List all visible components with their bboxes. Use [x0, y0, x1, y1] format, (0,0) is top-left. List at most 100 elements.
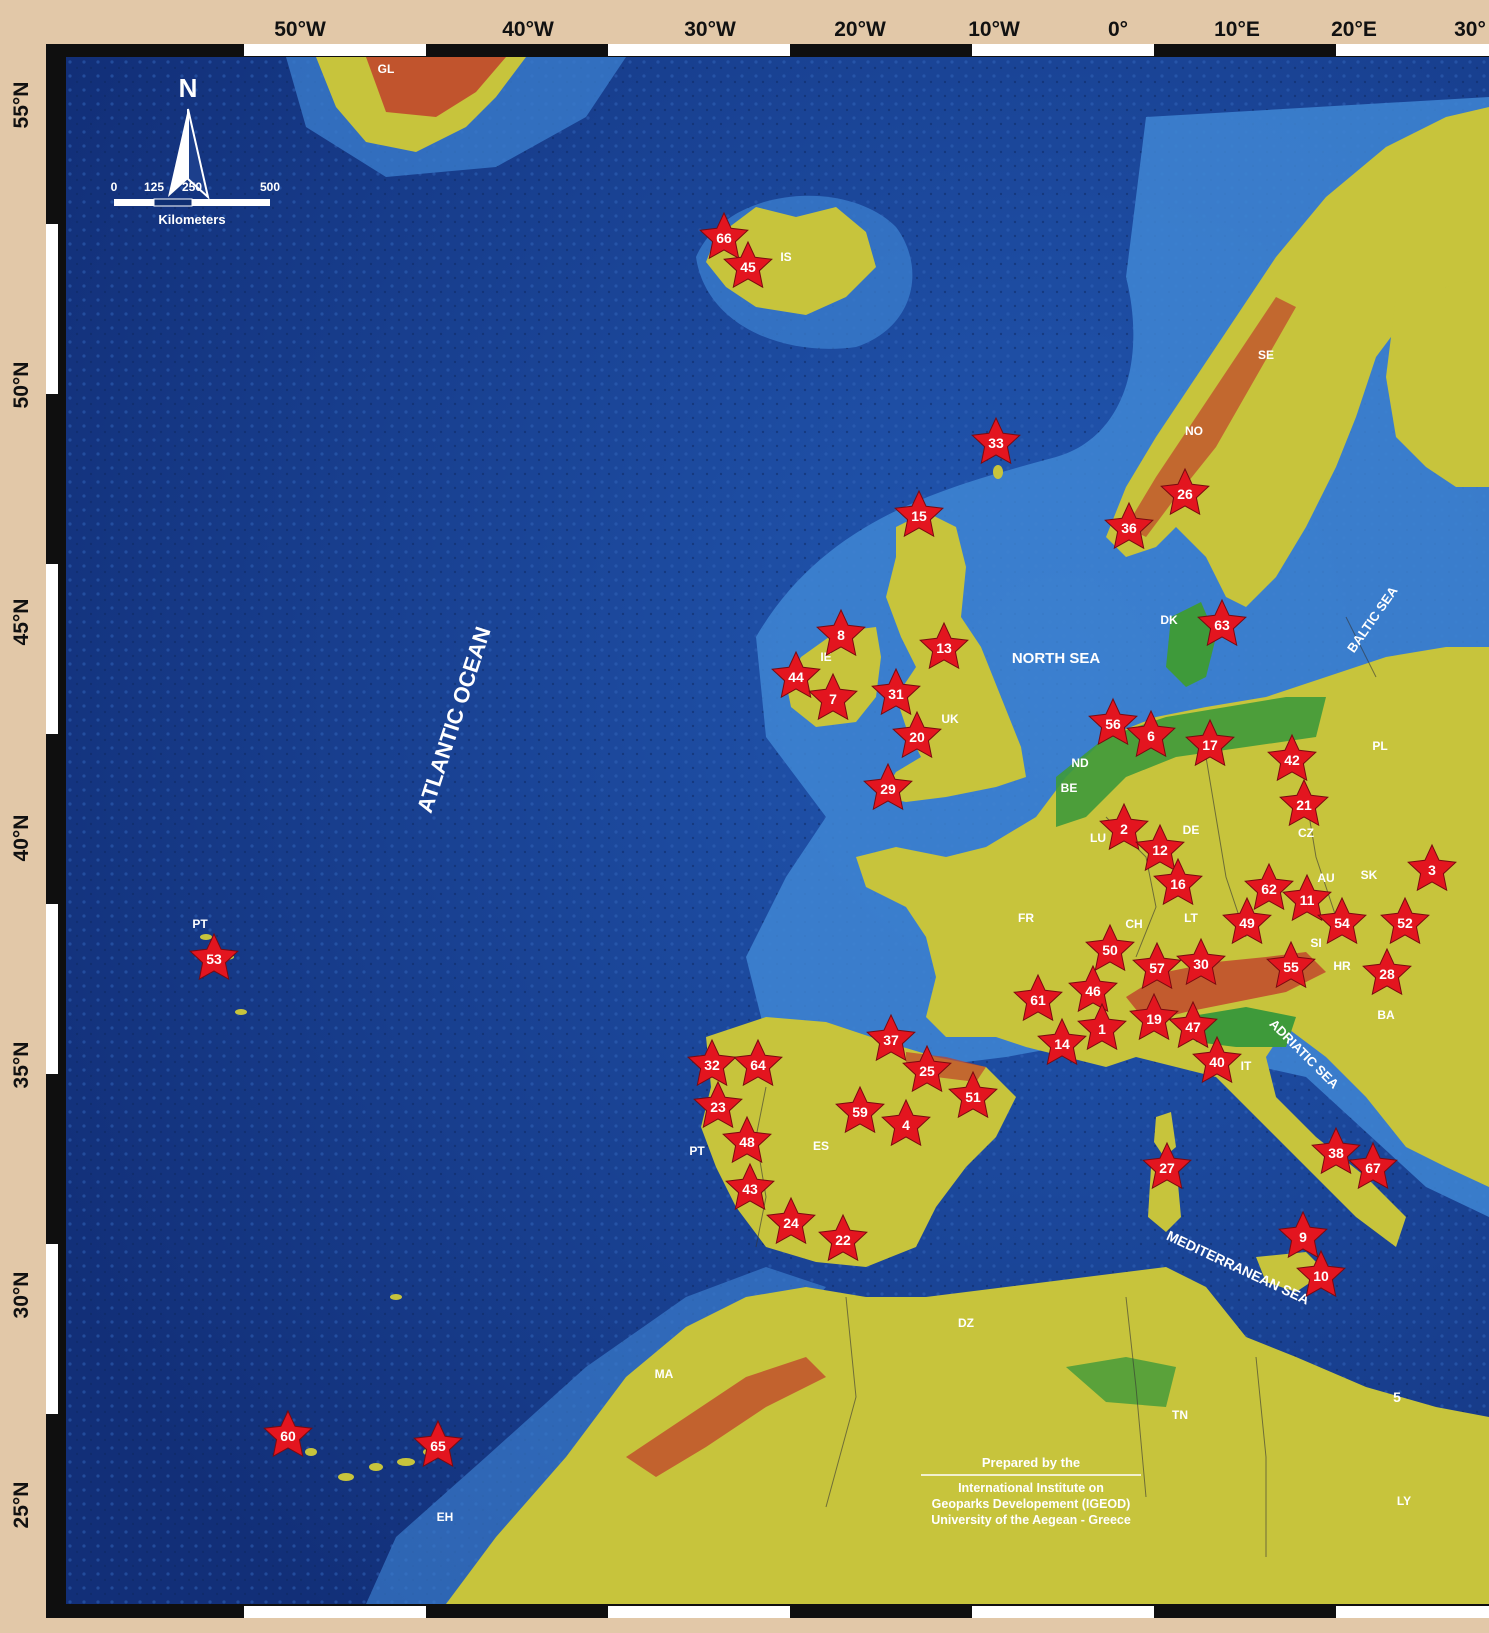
geopark-number: 62: [1261, 881, 1277, 897]
geopark-marker[interactable]: 42: [1267, 733, 1317, 782]
geopark-number: 28: [1379, 966, 1395, 982]
geopark-marker[interactable]: 56: [1088, 697, 1138, 746]
geopark-star-icon: [1317, 896, 1367, 945]
geopark-number: 26: [1177, 486, 1193, 502]
geopark-star-icon: [1126, 709, 1176, 758]
geopark-marker[interactable]: 43: [725, 1162, 775, 1211]
geopark-marker[interactable]: 65: [413, 1419, 463, 1468]
geopark-marker[interactable]: 36: [1104, 501, 1154, 550]
geopark-star-icon: [1192, 1035, 1242, 1084]
geopark-star-icon: [687, 1038, 737, 1087]
geopark-marker[interactable]: 9: [1278, 1210, 1328, 1259]
geopark-marker[interactable]: 5: [1393, 1389, 1401, 1405]
geopark-marker[interactable]: 1: [1077, 1002, 1127, 1051]
geopark-marker[interactable]: 28: [1362, 947, 1412, 996]
country-code-label: TN: [1172, 1408, 1188, 1422]
scale-tick-500: 500: [260, 180, 280, 194]
country-code-label: SI: [1310, 936, 1321, 950]
geopark-marker[interactable]: 29: [863, 762, 913, 811]
geopark-marker[interactable]: 33: [971, 416, 1021, 465]
country-code-label: AU: [1317, 871, 1334, 885]
geopark-marker[interactable]: 44: [771, 650, 821, 699]
geopark-marker[interactable]: 14: [1037, 1017, 1087, 1066]
geopark-marker[interactable]: 60: [263, 1409, 313, 1458]
credit-line-3: Geoparks Developement (IGEOD): [932, 1497, 1131, 1511]
geopark-number: 22: [835, 1232, 851, 1248]
geopark-marker[interactable]: 30: [1176, 937, 1226, 986]
geopark-marker[interactable]: 19: [1129, 992, 1179, 1041]
country-code-label: IS: [780, 250, 791, 264]
country-code-label: LY: [1397, 1494, 1411, 1508]
geopark-marker[interactable]: 66: [699, 211, 749, 260]
geopark-marker[interactable]: 52: [1380, 896, 1430, 945]
geopark-marker[interactable]: 8: [816, 608, 866, 657]
geopark-marker[interactable]: 61: [1013, 973, 1063, 1022]
geopark-marker[interactable]: 54: [1317, 896, 1367, 945]
north-label: N: [179, 73, 198, 103]
geopark-marker[interactable]: 27: [1142, 1141, 1192, 1190]
geopark-marker[interactable]: 47: [1168, 1000, 1218, 1049]
geopark-marker[interactable]: 6: [1126, 709, 1176, 758]
geopark-marker[interactable]: 53: [189, 932, 239, 981]
geopark-marker[interactable]: 32: [687, 1038, 737, 1087]
geopark-marker[interactable]: 20: [892, 710, 942, 759]
country-code-label: HR: [1333, 959, 1351, 973]
country-code-label: DK: [1160, 613, 1178, 627]
geopark-marker[interactable]: 16: [1153, 857, 1203, 906]
geopark-marker[interactable]: 37: [866, 1013, 916, 1062]
geopark-marker[interactable]: 10: [1296, 1249, 1346, 1298]
geopark-number: 65: [430, 1438, 446, 1454]
geopark-marker[interactable]: 31: [871, 667, 921, 716]
geopark-marker[interactable]: 25: [902, 1044, 952, 1093]
geopark-marker[interactable]: 38: [1311, 1126, 1361, 1175]
country-code-label: LU: [1090, 831, 1106, 845]
corsica: [1154, 1112, 1176, 1157]
geopark-marker[interactable]: 67: [1348, 1141, 1398, 1190]
geopark-marker[interactable]: 64: [733, 1038, 783, 1087]
geopark-star-icon: [816, 608, 866, 657]
geopark-number: 44: [788, 669, 804, 685]
geopark-star-icon: [733, 1038, 783, 1087]
graticule-bar-bottom: [972, 1606, 1154, 1618]
geopark-marker[interactable]: 40: [1192, 1035, 1242, 1084]
geopark-marker[interactable]: 15: [894, 489, 944, 538]
geopark-marker[interactable]: 4: [881, 1098, 931, 1147]
geopark-marker[interactable]: 59: [835, 1085, 885, 1134]
geopark-marker[interactable]: 13: [919, 621, 969, 670]
geopark-marker[interactable]: 12: [1135, 823, 1185, 872]
geopark-marker[interactable]: 51: [948, 1070, 998, 1119]
latitude-label: 25°N: [10, 1481, 33, 1529]
geopark-marker[interactable]: 45: [723, 240, 773, 289]
geopark-marker[interactable]: 26: [1160, 467, 1210, 516]
geopark-marker[interactable]: 57: [1132, 941, 1182, 990]
geopark-number: 47: [1185, 1019, 1201, 1035]
geopark-marker[interactable]: 21: [1279, 778, 1329, 827]
geopark-marker[interactable]: 22: [818, 1213, 868, 1262]
geopark-marker[interactable]: 55: [1266, 940, 1316, 989]
geopark-marker[interactable]: 50: [1085, 923, 1135, 972]
scale-tick-125: 125: [144, 180, 164, 194]
geopark-marker[interactable]: 2: [1099, 802, 1149, 851]
geopark-number: 45: [740, 259, 756, 275]
north-arrow: N: [168, 73, 210, 200]
geopark-star-icon: [971, 416, 1021, 465]
geopark-marker[interactable]: 49: [1222, 896, 1272, 945]
geopark-marker[interactable]: 11: [1282, 873, 1332, 922]
geopark-marker[interactable]: 46: [1068, 964, 1118, 1013]
geopark-number: 40: [1209, 1054, 1225, 1070]
graticule-bar-left: [46, 1244, 58, 1414]
geopark-marker[interactable]: 63: [1197, 598, 1247, 647]
geopark-marker[interactable]: 17: [1185, 718, 1235, 767]
geopark-marker[interactable]: 7: [808, 672, 858, 721]
geopark-marker[interactable]: 23: [693, 1080, 743, 1129]
geopark-number: 4: [902, 1117, 910, 1133]
geopark-marker[interactable]: 48: [722, 1115, 772, 1164]
geopark-marker[interactable]: 24: [766, 1196, 816, 1245]
geopark-star-icon: [1037, 1017, 1087, 1066]
geopark-marker[interactable]: 3: [1407, 843, 1457, 892]
latitude-label: 55°N: [10, 81, 33, 129]
geopark-marker[interactable]: 62: [1244, 862, 1294, 911]
